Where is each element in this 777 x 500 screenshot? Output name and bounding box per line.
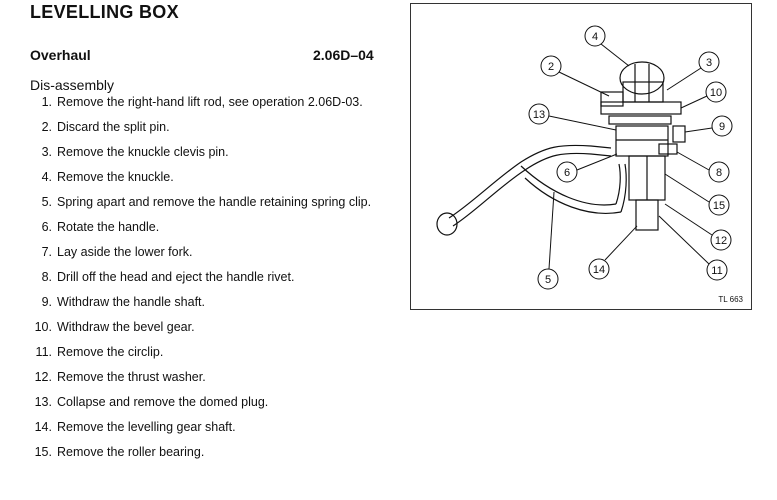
step-item: 5. Spring apart and remove the handle ret…: [30, 195, 382, 210]
callout-label: 14: [593, 264, 605, 276]
callout-9: [711, 115, 733, 137]
step-text: Rotate the handle.: [57, 220, 160, 234]
step-text: Lay aside the lower fork.: [57, 245, 193, 259]
step-number: 9.: [41, 295, 52, 309]
step-number: 7.: [41, 245, 52, 259]
callout-label: 4: [592, 31, 598, 43]
step-number: 4.: [41, 170, 52, 184]
callout-6: [556, 161, 578, 183]
callout-label: 2: [548, 61, 554, 73]
page-title: LEVELLING BOX: [30, 2, 179, 22]
step-text: Remove the knuckle clevis pin.: [57, 145, 229, 159]
step-number: 1.: [41, 95, 52, 109]
step-text: Withdraw the bevel gear.: [57, 320, 195, 334]
step-text: Remove the levelling gear shaft.: [57, 420, 236, 434]
callout-2: [540, 55, 562, 77]
step-number: 11.: [35, 345, 52, 359]
step-item: 10. Withdraw the bevel gear.: [30, 320, 382, 335]
step-item: 14. Remove the levelling gear shaft.: [30, 420, 382, 435]
step-text: Withdraw the handle shaft.: [57, 295, 205, 309]
callout-labels: 4 2 3 10 13 9 6 8 15 12 11 14 5: [533, 31, 727, 286]
handle-lever: [448, 144, 627, 227]
callout-label: 11: [711, 265, 722, 277]
callout-13: [528, 103, 550, 125]
section-heading: Dis-assembly: [30, 77, 115, 93]
step-number: 13.: [34, 395, 52, 409]
step-number: 8.: [41, 270, 52, 284]
step-item: 2. Discard the split pin.: [30, 120, 382, 135]
callout-label: 10: [710, 87, 722, 99]
step-item: 9. Withdraw the handle shaft.: [30, 295, 382, 310]
step-text: Discard the split pin.: [57, 120, 170, 134]
callout-4: [584, 25, 606, 47]
step-item: 6. Rotate the handle.: [30, 220, 382, 235]
callout-label: 13: [533, 109, 545, 121]
callout-label: 9: [719, 121, 725, 133]
step-item: 1. Remove the right-hand lift rod, see op…: [30, 95, 382, 110]
callout-label: 5: [545, 274, 551, 286]
step-item: 7. Lay aside the lower fork.: [30, 245, 382, 260]
callout-14: [588, 258, 610, 280]
step-text: Remove the right-hand lift rod, see oper…: [57, 95, 363, 109]
step-item: 12. Remove the thrust washer.: [30, 370, 382, 385]
callout-10: [705, 81, 727, 103]
step-text: Remove the thrust washer.: [57, 370, 206, 384]
step-text: Remove the circlip.: [57, 345, 164, 359]
step-text: Remove the roller bearing.: [57, 445, 205, 459]
callout-label: 15: [713, 200, 725, 212]
step-text: Drill off the head and eject the handle …: [57, 270, 295, 284]
step-item: 11. Remove the circlip.: [30, 345, 382, 360]
callout-label: 6: [564, 167, 570, 179]
figure-id: TL 663: [718, 295, 743, 304]
step-list: 1. Remove the right-hand lift rod, see op…: [30, 95, 382, 470]
callouts: [528, 25, 733, 290]
callout-5: [537, 268, 559, 290]
step-text: Remove the knuckle.: [57, 170, 174, 184]
step-number: 2.: [41, 120, 52, 134]
step-number: 12.: [34, 370, 52, 384]
step-number: 5.: [41, 195, 52, 209]
section-subtitle: Overhaul: [30, 47, 91, 63]
step-number: 3.: [41, 145, 52, 159]
callout-3: [698, 51, 720, 73]
step-number: 6.: [41, 220, 52, 234]
gearbox-housing: [600, 101, 686, 231]
callout-label: 12: [715, 235, 727, 247]
handle-knob: [436, 212, 458, 236]
step-text: Spring apart and remove the handle retai…: [57, 195, 372, 209]
step-item: 13. Collapse and remove the domed plug.: [30, 395, 382, 410]
callout-12: [710, 229, 732, 251]
callout-8: [708, 161, 730, 183]
step-number: 14.: [34, 420, 52, 434]
operation-code: 2.06D–04: [313, 47, 374, 63]
callout-label: 3: [706, 57, 712, 69]
step-number: 10.: [34, 320, 52, 334]
callout-15: [708, 194, 730, 216]
exploded-diagram: 4 2 3 10 13 9 6 8 15 12 11 14 5 TL 663: [410, 3, 752, 310]
callout-11: [706, 259, 728, 281]
knuckle: [600, 61, 665, 107]
step-item: 15. Remove the roller bearing.: [30, 445, 382, 460]
step-item: 4. Remove the knuckle.: [30, 170, 382, 185]
step-item: 3. Remove the knuckle clevis pin.: [30, 145, 382, 160]
callout-label: 8: [716, 167, 722, 179]
step-text: Collapse and remove the domed plug.: [57, 395, 269, 409]
diagram-drawing: 4 2 3 10 13 9 6 8 15 12 11 14 5: [436, 25, 733, 290]
step-item: 8. Drill off the head and eject the handl…: [30, 270, 382, 285]
step-number: 15.: [34, 445, 52, 459]
